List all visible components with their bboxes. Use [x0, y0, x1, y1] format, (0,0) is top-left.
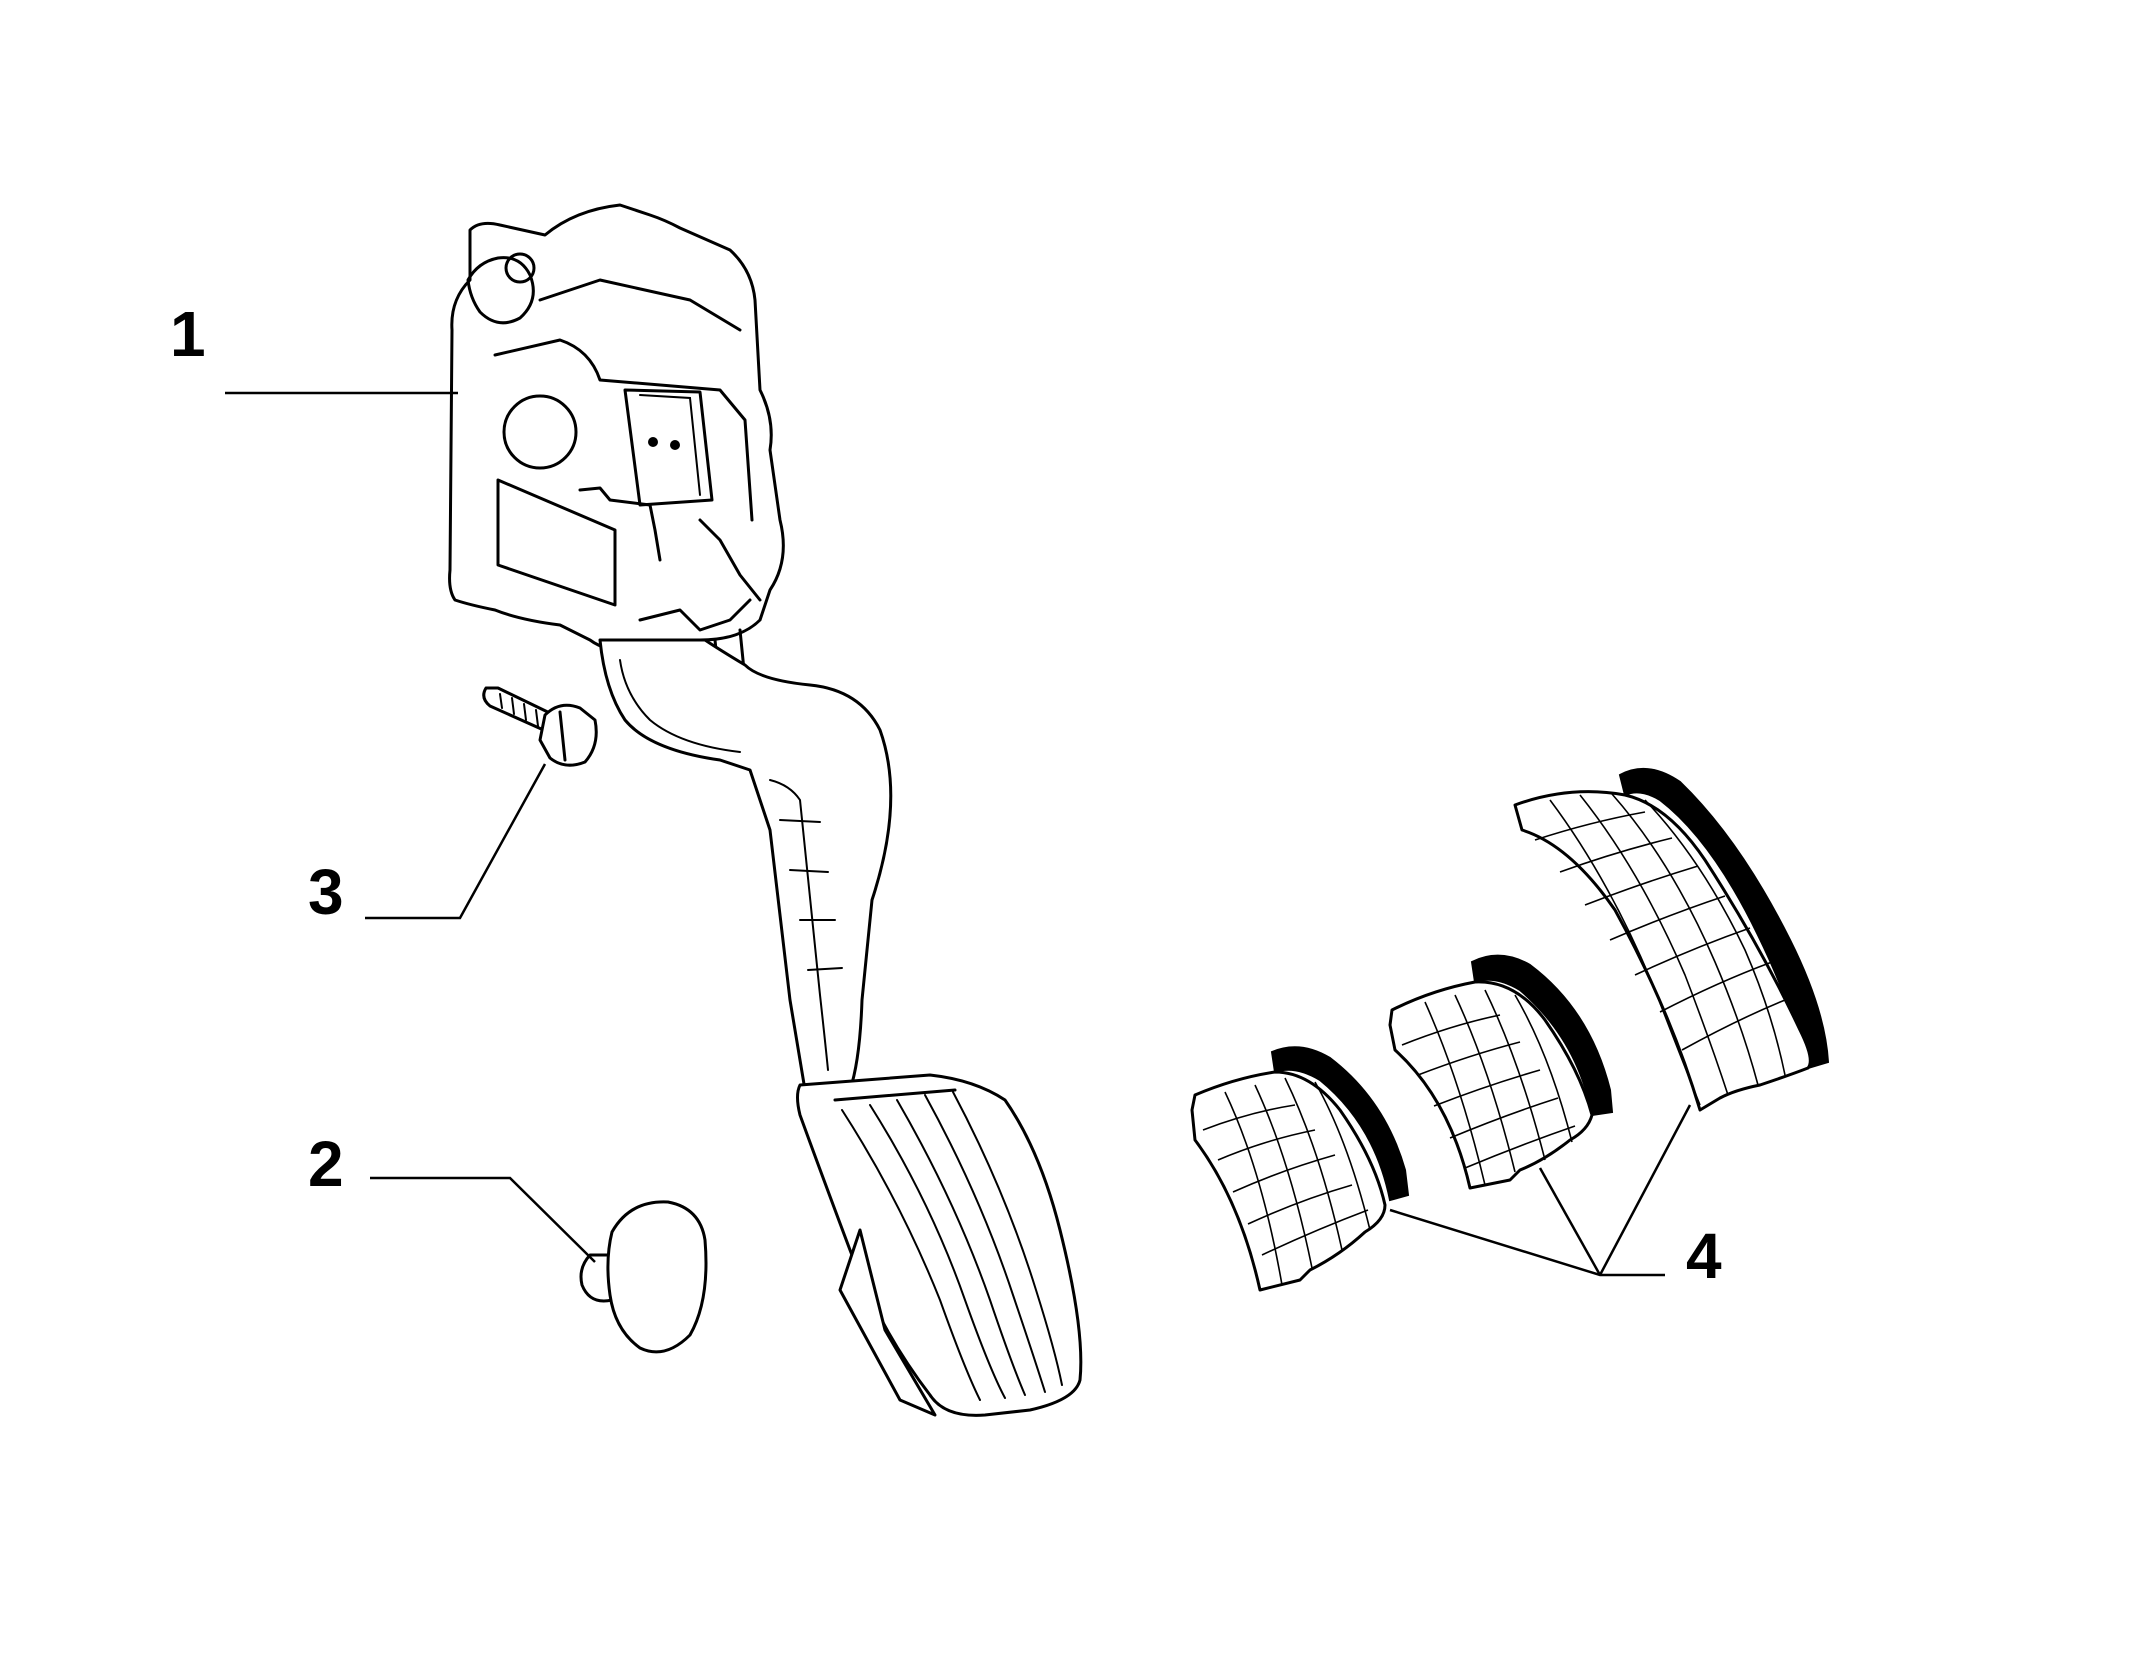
accelerator-pedal-assembly — [448, 203, 1083, 1417]
callout-label-2: 2 — [308, 1128, 344, 1200]
leader-line-3 — [365, 763, 547, 920]
callout-label-1: 1 — [170, 298, 206, 370]
flange-bolt — [482, 686, 598, 767]
leader-line-4 — [1389, 1208, 1665, 1277]
leader-lines — [225, 391, 1692, 1277]
pedal-pad-medium — [1388, 954, 1614, 1190]
pedal-stop-buffer — [579, 1200, 708, 1354]
leader-line-2 — [370, 1176, 596, 1263]
callout-label-3: 3 — [308, 856, 344, 928]
callout-label-4: 4 — [1686, 1220, 1722, 1292]
pedal-pad-large — [1513, 767, 1830, 1112]
pedal-pad-small — [1190, 1046, 1410, 1292]
